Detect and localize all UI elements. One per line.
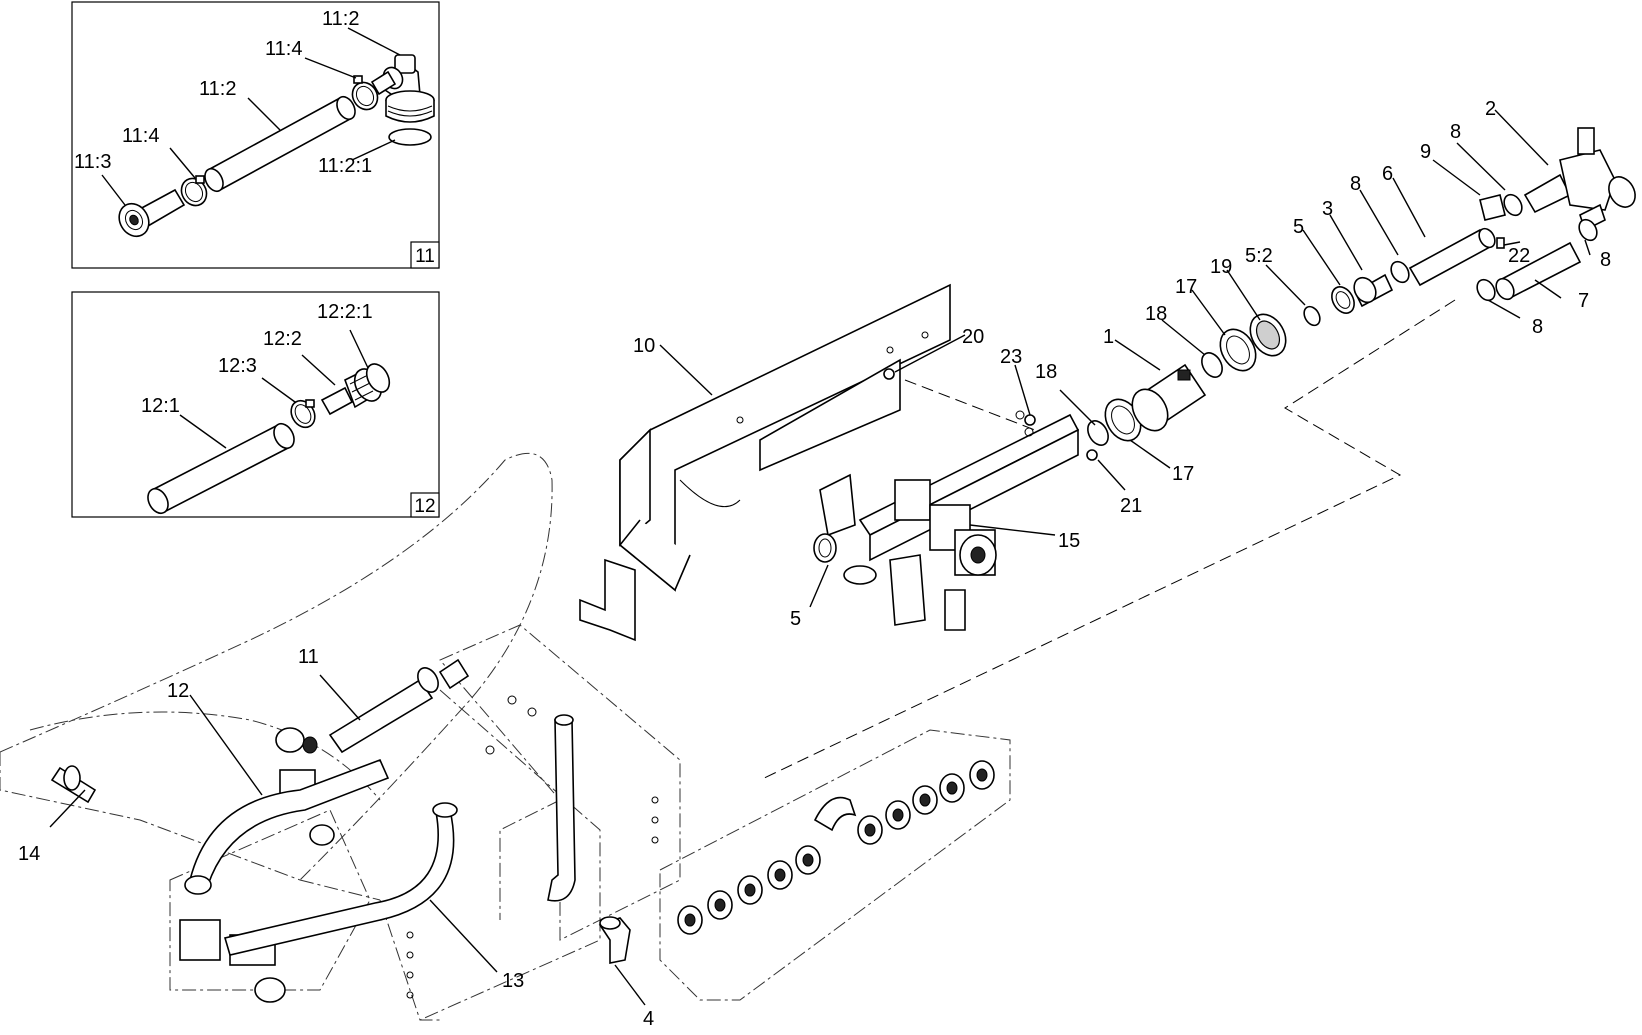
inset-12: 12 12:2:1 12:2 12:3 12:1 — [71, 291, 440, 518]
callout-numbers: 2 8 9 8 6 3 5 5:2 19 17 18 1 22 8 7 8 20… — [18, 98, 1611, 1030]
callout-11-2-hose: 11:2 — [199, 78, 236, 100]
elbow-4 — [598, 916, 631, 964]
callout-15: 15 — [1058, 530, 1080, 552]
callout-11-2-elbow: 11:2 — [322, 8, 359, 30]
inset-12-fitting — [320, 368, 383, 416]
callout-18-upper: 18 — [1145, 303, 1167, 325]
inset-11-elbow-fitting — [370, 54, 435, 123]
inset-11-hose — [204, 95, 356, 193]
callout-6: 6 — [1382, 163, 1393, 185]
inset-11: 11 — [71, 1, 440, 269]
callout-5-upper: 5 — [1293, 216, 1304, 238]
bracket-10 — [579, 283, 951, 642]
callout-23: 23 — [1000, 346, 1022, 368]
callout-14: 14 — [18, 843, 40, 865]
callout-8-b: 8 — [1350, 173, 1361, 195]
callout-3: 3 — [1322, 198, 1333, 220]
callout-leaders — [49, 109, 1591, 1006]
inset-12-tag-box — [410, 492, 440, 518]
inset-11-tag: 11 — [415, 246, 435, 267]
ghosted-tank-and-frame — [0, 299, 1456, 1021]
callout-12-1: 12:1 — [141, 395, 180, 417]
callout-7: 7 — [1578, 290, 1589, 312]
inset-12-frame — [71, 291, 440, 518]
callout-19: 19 — [1210, 256, 1232, 278]
inset-11-barb-fitting — [118, 188, 186, 238]
hose-11 — [328, 658, 470, 754]
callout-18-lower: 18 — [1035, 361, 1057, 383]
callout-1: 1 — [1103, 326, 1114, 348]
rail-and-valves-15 — [813, 370, 1080, 631]
callout-22: 22 — [1508, 245, 1530, 267]
callout-21: 21 — [1120, 495, 1142, 517]
hose-12 — [184, 758, 390, 895]
inset-12-hose — [147, 422, 295, 515]
callout-17-upper: 17 — [1175, 276, 1197, 298]
inset-11-o-ring — [388, 128, 432, 146]
callout-20: 20 — [962, 326, 984, 348]
callout-12-2: 12:2 — [263, 328, 302, 350]
callout-5-2: 5:2 — [1245, 245, 1273, 267]
callout-12: 12 — [167, 680, 189, 702]
callout-12-3: 12:3 — [218, 355, 257, 377]
callout-2: 2 — [1485, 98, 1496, 120]
callout-11-3: 11:3 — [74, 151, 111, 173]
callout-9: 9 — [1420, 141, 1431, 163]
inset-11-tag-box — [410, 241, 440, 269]
inset-11-clamp-top — [351, 75, 379, 111]
inset-12-tag: 12 — [414, 496, 435, 517]
inset-12-clamp — [290, 399, 316, 429]
callout-8-c: 8 — [1600, 249, 1611, 271]
callout-11: 11 — [298, 646, 319, 668]
callout-17-lower: 17 — [1172, 463, 1194, 485]
boom-nozzle-bodies — [677, 760, 995, 935]
callout-11-4-top: 11:4 — [265, 38, 302, 60]
callout-10: 10 — [633, 335, 655, 357]
inset-11-clamp-bottom — [180, 175, 208, 207]
callout-11-4-bottom: 11:4 — [122, 125, 159, 147]
filter-assembly — [883, 127, 1636, 461]
callout-13: 13 — [502, 970, 524, 992]
callout-4: 4 — [643, 1008, 654, 1030]
hose-13 — [223, 802, 458, 956]
hose-vertical — [547, 714, 576, 902]
callout-11-2-1: 11:2:1 — [318, 155, 372, 177]
callout-8-d: 8 — [1532, 316, 1543, 338]
callout-8-a: 8 — [1450, 121, 1461, 143]
inset-12-o-ring — [365, 363, 391, 393]
callout-12-2-1: 12:2:1 — [317, 301, 373, 323]
hose-14 — [50, 765, 97, 804]
callout-5-lower: 5 — [790, 608, 801, 630]
